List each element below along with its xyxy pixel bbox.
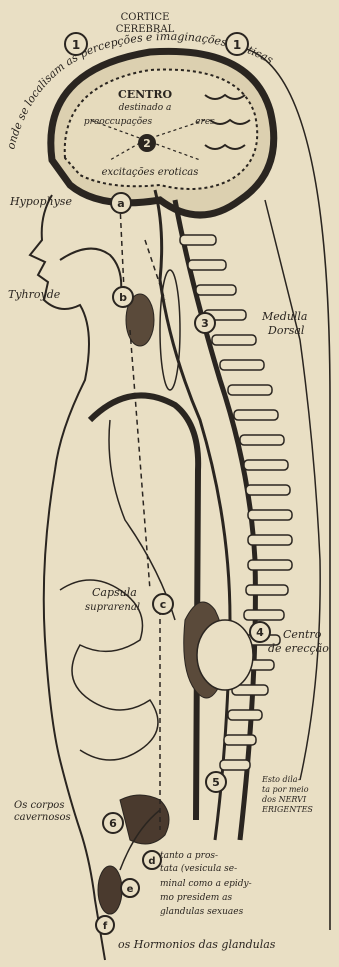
nervi-label-2: ta por meio	[262, 785, 309, 794]
prostate-label-4: mo presidem as	[160, 893, 233, 903]
nervi-label-4: ERIGENTES	[261, 805, 313, 814]
svg-text:6: 6	[109, 817, 117, 830]
centre-title: CENTRO	[118, 88, 173, 101]
marker-3: 3	[195, 313, 215, 333]
svg-text:d: d	[148, 856, 155, 867]
prostate-label-3: minal como a epidy-	[160, 879, 252, 889]
svg-text:4: 4	[256, 626, 264, 639]
svg-text:1: 1	[72, 38, 80, 52]
centre-line3: preoccupações	[84, 116, 153, 127]
svg-text:a: a	[117, 197, 124, 210]
prostate-label-2: tata (vesicula se-	[160, 863, 237, 874]
centro-label-1: Centro	[283, 628, 322, 641]
marker-e: e	[121, 879, 139, 897]
prostate-label-1: tanto a pros-	[160, 851, 218, 861]
organ-large	[197, 620, 253, 690]
marker-f: f	[96, 916, 114, 934]
capsula-label-1: Capsula	[92, 586, 137, 599]
excitations-label: excitações eroticas	[102, 167, 199, 178]
marker-a: a	[111, 193, 131, 213]
capsula-label-2: suprarenal	[85, 602, 140, 613]
marker-6: 6	[103, 813, 123, 833]
medulla-label-2: Dorsal	[267, 324, 305, 337]
svg-text:3: 3	[201, 317, 209, 330]
prostate-label-5: glandulas sexuaes	[160, 907, 244, 917]
centre-line2: destinado a	[119, 103, 172, 113]
marker-c: c	[153, 594, 173, 614]
centre-word: eres	[195, 117, 215, 127]
marker-d: d	[143, 851, 161, 869]
throat-tube	[60, 249, 121, 300]
svg-text:f: f	[103, 921, 108, 932]
marker-b: b	[113, 287, 133, 307]
body-outline	[30, 195, 105, 960]
hormones-label: os Hormonios das glandulas	[118, 938, 276, 951]
thyroide-label: Tyhroyde	[8, 288, 61, 301]
svg-text:2: 2	[143, 137, 151, 150]
marker-1-right: 1	[226, 33, 248, 55]
centro-label-2: de erecção	[268, 642, 329, 655]
svg-text:b: b	[119, 291, 127, 304]
marker-2: 2	[138, 134, 156, 152]
hypophyse-label: Hypophyse	[9, 195, 72, 208]
corpos-label-1: Os corpos	[14, 800, 64, 811]
svg-text:5: 5	[212, 776, 220, 789]
medulla-label-1: Medulla	[261, 310, 308, 323]
testicle	[98, 866, 122, 914]
svg-text:1: 1	[233, 38, 241, 52]
pelvic-organs	[120, 795, 169, 844]
cortex-label-line1: CORTICE	[121, 12, 170, 23]
nervi-label-3: dos NERVI	[262, 795, 307, 804]
nervi-label-1: Esto dila-	[261, 775, 301, 784]
marker-1-left: 1	[65, 33, 87, 55]
marker-5: 5	[206, 772, 226, 792]
svg-text:e: e	[127, 884, 134, 895]
marker-4: 4	[250, 622, 270, 642]
corpos-label-2: cavernosos	[14, 812, 71, 823]
svg-text:c: c	[160, 598, 167, 611]
